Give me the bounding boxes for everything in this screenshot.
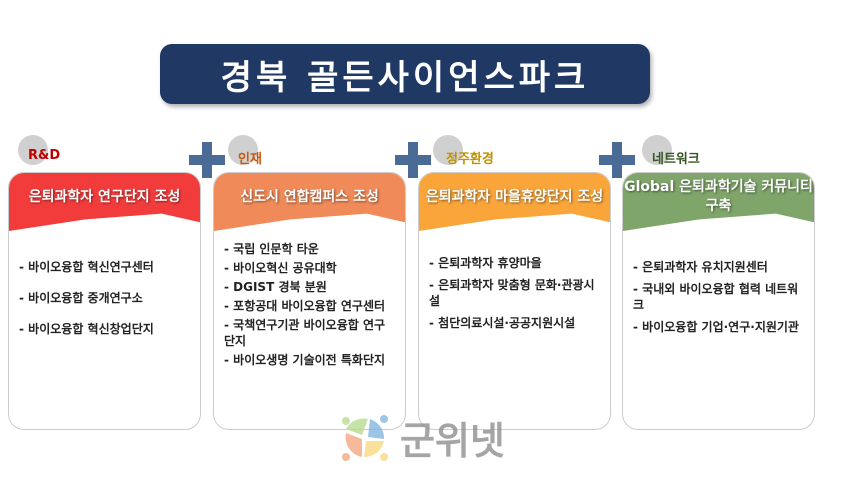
list-item: - 바이오융합 기업·연구·지원기관 xyxy=(633,320,799,334)
category-circle xyxy=(433,135,463,165)
category-label-talent: 인재 xyxy=(238,152,262,167)
category-circle xyxy=(642,135,672,165)
list-item: - 은퇴과학자 휴양마을 xyxy=(429,256,542,270)
list-item: - 은퇴과학자 유치지원센터 xyxy=(633,260,768,274)
list-item: - 첨단의료시설·공공지원시설 xyxy=(429,316,576,330)
card-header: 은퇴과학자 마을휴양단지 조성 xyxy=(419,173,610,231)
card-header: Global 은퇴과학기술 커뮤니티 구축 xyxy=(623,173,814,231)
category-label-network: 네트워크 xyxy=(652,152,700,167)
plus-icon xyxy=(189,142,225,178)
list-item: - 바이오융합 혁신연구센터 xyxy=(19,260,154,274)
watermark-text: 군위넷 xyxy=(400,419,505,463)
list-item: - DGIST 경북 분원 xyxy=(224,280,327,294)
logo-icon xyxy=(342,414,388,461)
list-item: - 바이오생명 기술이전 특화단지 xyxy=(224,353,386,367)
card-header: 은퇴과학자 연구단지 조성 xyxy=(9,173,200,231)
card-network: Global 은퇴과학기술 커뮤니티 구축 - 은퇴과학자 유치지원센터 - 국… xyxy=(622,172,815,430)
watermark-logo: 군위넷 xyxy=(338,410,505,465)
list-item: - 은퇴과학자 맞춤형 문화·관광시설 xyxy=(429,278,595,308)
list-item: - 국립 인문학 타운 xyxy=(224,242,319,256)
card-rnd: 은퇴과학자 연구단지 조성 - 바이오융합 혁신연구센터 - 바이오융합 중개연… xyxy=(8,172,201,430)
list-item: - 포항공대 바이오융합 연구센터 xyxy=(224,299,386,313)
plus-icon xyxy=(599,142,635,178)
card-header: 신도시 연합캠퍼스 조성 xyxy=(214,173,405,231)
plus-icon xyxy=(395,142,431,178)
list-item: - 바이오혁신 공유대학 xyxy=(224,261,337,275)
page-title: 경북 골든사이언스파크 xyxy=(160,44,650,104)
list-item: - 국내외 바이오융합 협력 네트워크 xyxy=(633,282,799,312)
category-label-rnd: R&D xyxy=(28,148,61,163)
card-living: 은퇴과학자 마을휴양단지 조성 - 은퇴과학자 휴양마을 - 은퇴과학자 맞춤형… xyxy=(418,172,611,430)
list-item: - 바이오융합 중개연구소 xyxy=(19,291,143,305)
list-item: - 국책연구기관 바이오융합 연구단지 xyxy=(224,318,386,348)
card-talent: 신도시 연합캠퍼스 조성 - 국립 인문학 타운 - 바이오혁신 공유대학 - … xyxy=(213,172,406,430)
category-label-living: 정주환경 xyxy=(446,152,494,167)
category-circle xyxy=(228,135,258,165)
category-circle xyxy=(18,135,48,165)
list-item: - 바이오융합 혁신창업단지 xyxy=(19,322,154,336)
